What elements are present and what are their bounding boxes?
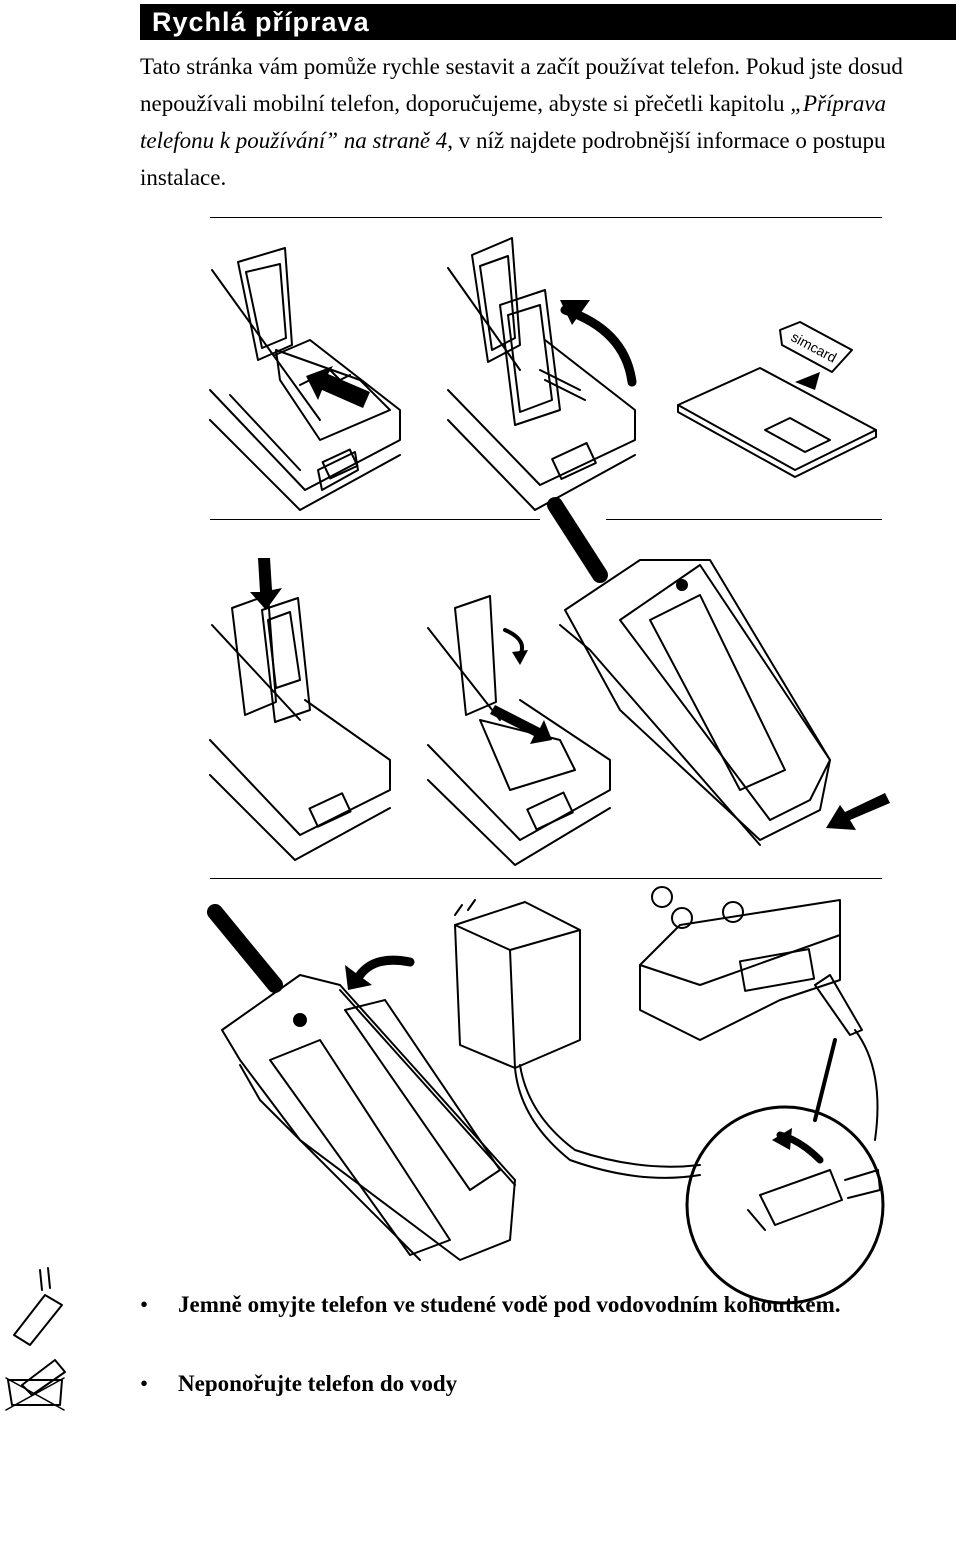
step1-phone-open-illustration [209,247,401,511]
intro-text-start: Tato stránka vám pomůže rychle sestavit … [140,54,903,116]
divider-top [210,217,882,218]
step6-phone-assembled-illustration [207,904,516,1261]
divider-mid-left [210,519,540,520]
step2-phone-frame-up-illustration [447,237,636,511]
simcard-label: simcard [789,329,840,366]
bullet-item-no-immersion: • Neponořujte telefon do vody [140,1371,457,1397]
step2-rotate-arrow [560,300,637,387]
section-title: Rychlá příprava [140,4,956,40]
step3-place-sim-illustration [209,594,391,861]
bullet-text: Neponořujte telefon do vody [178,1371,458,1396]
step3-down-arrow [250,558,282,610]
step5-back-cover-illustration [547,497,831,846]
bullet-text: Jemně omyjte telefon ve studené vodě pod… [178,1292,841,1317]
charger-illustration [454,899,701,1179]
phone-bottom-connector-illustration [639,886,879,1141]
divider-bottom [210,878,882,879]
intro-text-end: , v níž najdete podrobnější informace o … [140,128,886,190]
step4-arrows [490,628,552,744]
no-immersion-icon [5,1359,66,1411]
divider-mid-right [606,519,882,520]
bullet-item-rinse: • Jemně omyjte telefon ve studené vodě po… [140,1292,841,1318]
rinse-phone-icon [13,1267,63,1346]
step4-close-lock-illustration [427,595,611,866]
chapter-reference[interactable]: „Příprava telefonu k používání” na stran… [140,91,887,153]
connector-zoom-illustration [685,1105,885,1305]
step5-push-arrow [826,793,890,830]
step6-curved-arrow [345,955,415,990]
bullet-marker: • [140,1292,149,1317]
simcard-illustration [677,321,877,478]
bullet-marker: • [140,1371,149,1396]
step1-insert-arrow [306,366,370,408]
intro-paragraph: Tato stránka vám pomůže rychle sestavit … [140,48,950,196]
